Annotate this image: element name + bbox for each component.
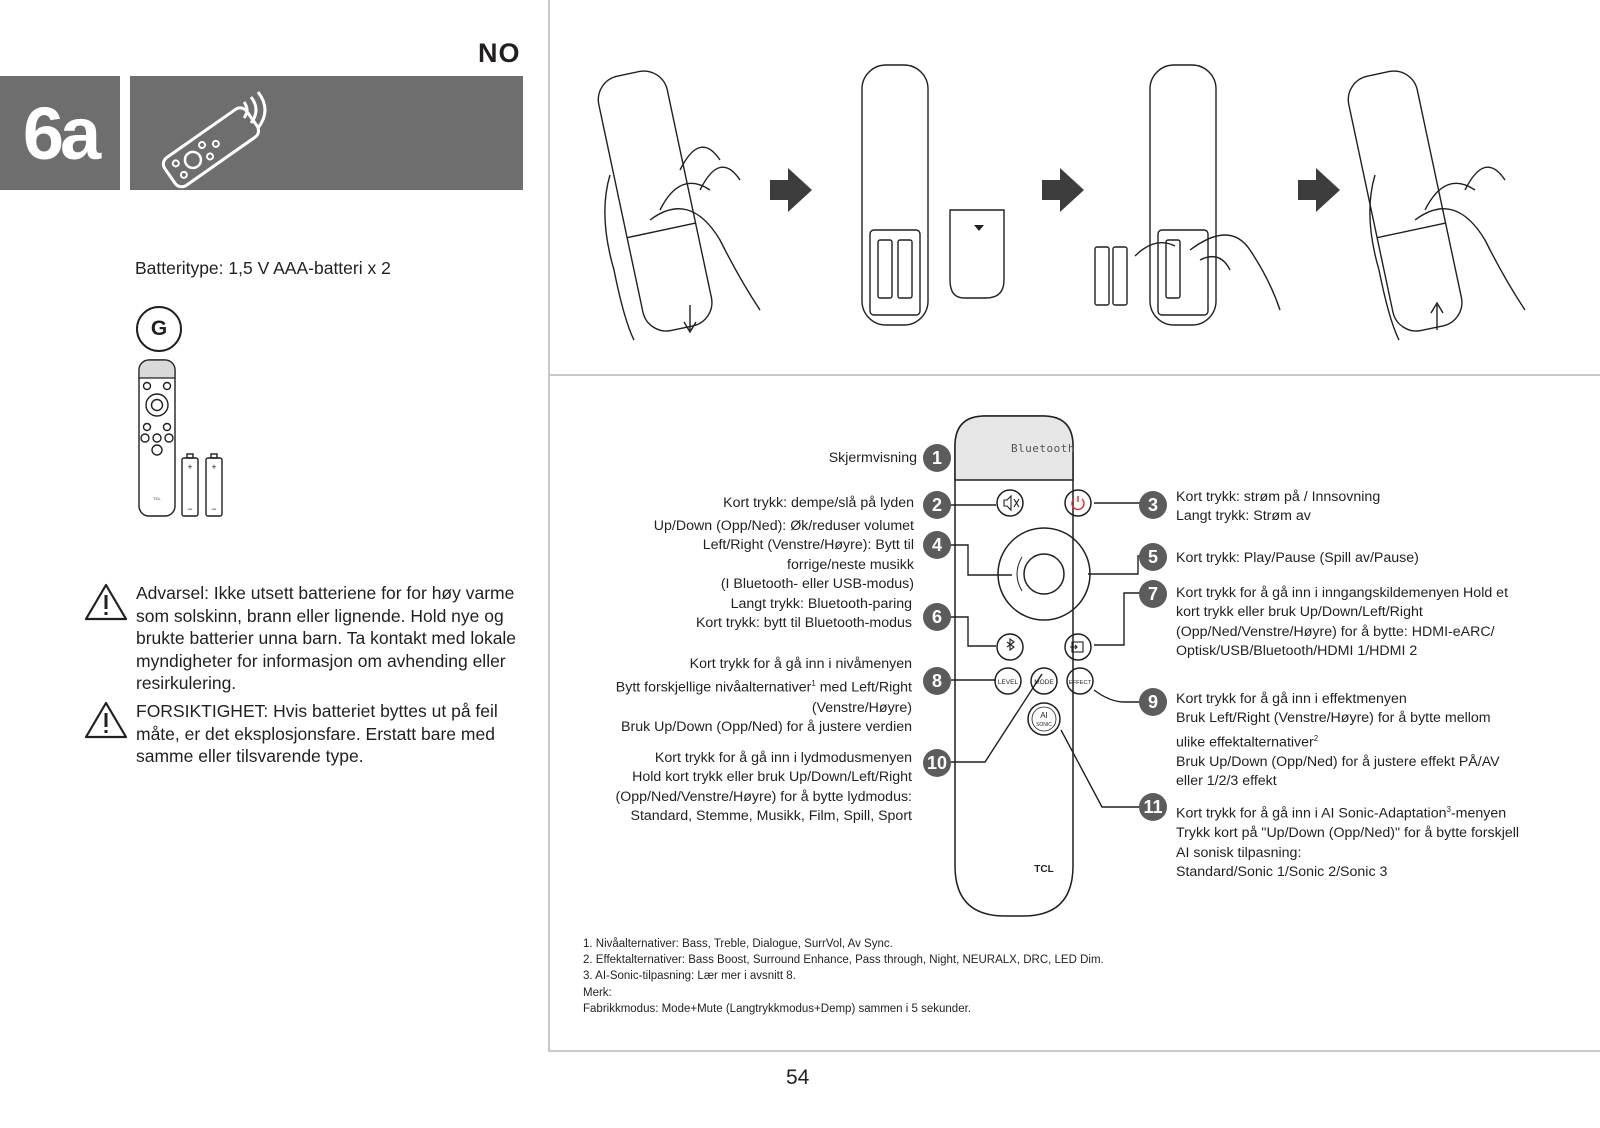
svg-text:−: − <box>187 504 192 514</box>
callout-7-label: Kort trykk for å gå inn i inngangskildem… <box>1176 585 1509 660</box>
bottom-divider <box>549 1050 1600 1052</box>
vertical-divider <box>548 0 550 1052</box>
horizontal-divider <box>549 374 1600 376</box>
power-button <box>1064 489 1092 517</box>
callout-badge-3: 3 <box>1139 491 1167 519</box>
callout-9-label: Kort trykk for å gå inn i effektmenyen B… <box>1176 691 1500 790</box>
arrow-right-icon <box>770 168 812 212</box>
brand-logo: TCL <box>1034 864 1053 875</box>
play-pause-button <box>1023 553 1065 595</box>
callout-8-label: Kort trykk for å gå inn i nivåmenyen Byt… <box>615 656 912 735</box>
warning-triangle-icon <box>84 701 128 739</box>
arrow-right-icon <box>1298 168 1340 212</box>
callout-badge-9: 9 <box>1139 688 1167 716</box>
svg-text:+: + <box>211 462 216 472</box>
svg-text:LEVEL: LEVEL <box>998 679 1019 686</box>
svg-text:SONIC: SONIC <box>1036 722 1052 728</box>
input-source-button <box>1064 633 1092 661</box>
svg-text:EFFECT: EFFECT <box>1069 680 1092 686</box>
level-button: LEVEL <box>994 667 1022 695</box>
svg-text:+: + <box>187 462 192 472</box>
step-close-cover <box>1347 70 1463 332</box>
footnotes: 1. Nivåalternativer: Bass, Treble, Dialo… <box>583 936 1104 1017</box>
ai-sonic-button: AI SONIC <box>1027 702 1061 736</box>
svg-text:AI: AI <box>1040 711 1048 720</box>
battery-type-text: Batteritype: 1,5 V AAA-batteri x 2 <box>135 258 391 278</box>
mute-button <box>996 489 1024 517</box>
callout-11-label: Kort trykk for å gå inn i AI Sonic-Adapt… <box>1176 805 1520 880</box>
caution-text: FORSIKTIGHET: Hvis batteriet byttes ut p… <box>136 701 498 766</box>
arrow-right-icon <box>1042 168 1084 212</box>
step-insert-batteries <box>1094 64 1281 326</box>
callout-badge-4: 4 <box>923 531 951 559</box>
note-heading: Merk: <box>583 986 612 999</box>
footnote-3: 3. AI-Sonic-tilpasning: Lær mer i avsnit… <box>583 970 796 983</box>
small-remote-with-batteries-illustration: TCL + − + − <box>138 359 223 517</box>
callout-4-label: Up/Down (Opp/Ned): Øk/reduser volumet Le… <box>653 518 914 593</box>
callout-badge-5: 5 <box>1139 543 1167 571</box>
warning-triangle-icon <box>84 583 128 621</box>
callout-badge-2: 2 <box>923 491 951 519</box>
bluetooth-button <box>996 633 1024 661</box>
section-header-bar <box>130 76 523 190</box>
step-cover-removed <box>861 64 1005 326</box>
callout-1-label: Skjermvisning <box>828 450 917 466</box>
remote-control-diagram: Bluetooth LEVEL MODE EFFECT AI SONI <box>954 415 1094 917</box>
svg-text:TCL: TCL <box>153 496 161 501</box>
footnote-2: 2. Effektalternativer: Bass Boost, Surro… <box>583 954 1104 967</box>
step-open-cover <box>597 70 713 332</box>
callout-5-label: Kort trykk: Play/Pause (Spill av/Pause) <box>1176 550 1419 566</box>
warning-text: Advarsel: Ikke utsett batteriene for for… <box>136 583 517 693</box>
callout-badge-7: 7 <box>1139 580 1167 608</box>
remote-control-icon <box>161 91 267 189</box>
callout-badge-6: 6 <box>923 603 951 631</box>
svg-text:MODE: MODE <box>1034 679 1054 686</box>
svg-text:−: − <box>211 504 216 514</box>
effect-button: EFFECT <box>1066 667 1094 695</box>
callout-badge-11: 11 <box>1139 793 1167 821</box>
section-number: 6a <box>0 76 120 190</box>
callout-10-label: Kort trykk for å gå inn i lydmodusmenyen… <box>615 750 912 825</box>
callout-3-label: Kort trykk: strøm på / Innsovning Langt … <box>1176 489 1381 525</box>
battery-install-steps-illustration <box>597 64 1526 341</box>
mode-button: MODE <box>1030 667 1058 695</box>
factory-mode-note: Fabrikkmodus: Mode+Mute (Langtrykkmodus+… <box>583 1002 971 1015</box>
display-text: Bluetooth <box>1011 442 1075 455</box>
callout-6-label: Langt trykk: Bluetooth-paring Kort trykk… <box>695 596 912 632</box>
language-code: NO <box>478 38 521 68</box>
page-number: 54 <box>786 1066 810 1089</box>
callout-badge-10: 10 <box>923 749 951 777</box>
battery-badge-g: G <box>136 306 182 352</box>
callout-badge-8: 8 <box>923 667 951 695</box>
callout-2-label: Kort trykk: dempe/slå på lyden <box>723 495 914 511</box>
callout-badge-1: 1 <box>923 444 951 472</box>
footnote-1: 1. Nivåalternativer: Bass, Treble, Dialo… <box>583 938 893 950</box>
